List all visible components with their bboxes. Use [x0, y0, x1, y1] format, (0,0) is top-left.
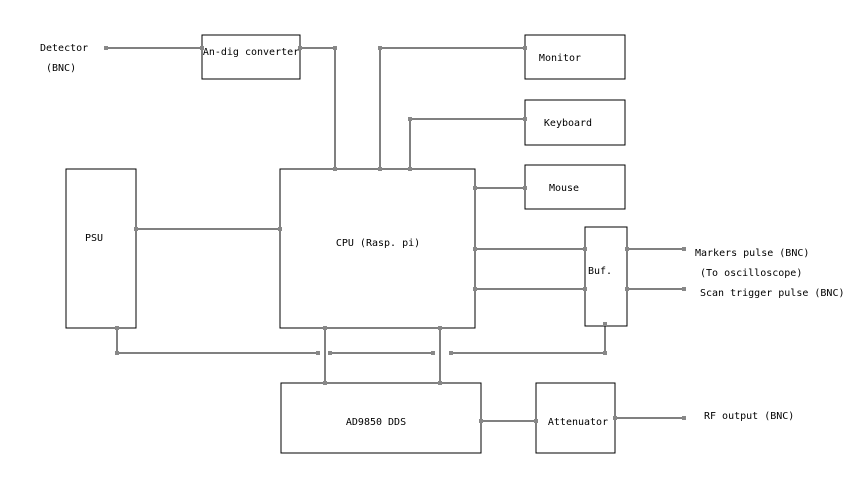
psu-block — [65, 168, 137, 329]
pin-cpu-bottom-2 — [438, 326, 442, 330]
pin-attenuator-in — [534, 419, 538, 423]
detector-label: Detector — [40, 43, 88, 54]
pin-buf-out-2 — [625, 287, 629, 291]
pin-keyboard-in — [523, 117, 527, 121]
pin-buf-in-2 — [583, 287, 587, 291]
detector-bnc-label: (BNC) — [46, 63, 76, 74]
pin-bus-6 — [603, 351, 607, 355]
connections — [106, 47, 684, 422]
block-labels: An-dig converter Monitor Keyboard Mouse … — [85, 47, 612, 428]
adc-block — [201, 34, 301, 80]
pin-buf-bottom — [603, 322, 607, 326]
mouse-block — [524, 164, 626, 210]
rf-output-label: RF output (BNC) — [704, 411, 794, 422]
scan-trigger-label: Scan trigger pulse (BNC) — [700, 288, 845, 299]
pin-bus-4 — [431, 351, 435, 355]
buffer-label: Buf. — [588, 266, 612, 277]
pin-bus-5 — [449, 351, 453, 355]
monitor-label: Monitor — [539, 53, 581, 64]
keyboard-label: Keyboard — [544, 118, 592, 129]
pin-cpu-psu — [278, 227, 282, 231]
pin-cpu-bottom-1 — [323, 326, 327, 330]
mouse-label: Mouse — [549, 183, 579, 194]
monitor-block — [524, 34, 626, 80]
pin-scan-terminal — [682, 287, 686, 291]
pin-adc-cpu-corner — [333, 46, 337, 50]
buffer-block — [584, 226, 628, 327]
cpu-block — [279, 168, 476, 329]
pin-cpu-top-1 — [333, 167, 337, 171]
pin-cpu-mouse — [473, 186, 477, 190]
pin-markers-terminal — [682, 247, 686, 251]
pin-keyboard-corner — [408, 117, 412, 121]
pin-buf-out-1 — [625, 247, 629, 251]
pin-monitor-corner — [378, 46, 382, 50]
pin-monitor-in — [523, 46, 527, 50]
pin-cpu-top-3 — [408, 167, 412, 171]
pin-dds-top-1 — [323, 381, 327, 385]
pin-psu-bottom — [115, 326, 119, 330]
pin-cpu-markers — [473, 247, 477, 251]
pin-cpu-scan — [473, 287, 477, 291]
pin-dds-out — [479, 419, 483, 423]
psu-label: PSU — [85, 233, 103, 244]
pin-rf-terminal — [682, 416, 686, 420]
pin-dds-top-2 — [438, 381, 442, 385]
pin-bus-2 — [316, 351, 320, 355]
pin-mouse-in — [523, 186, 527, 190]
pin-attenuator-out — [613, 416, 617, 420]
cpu-label: CPU (Rasp. pi) — [336, 238, 420, 249]
pin-adc-out — [298, 46, 302, 50]
pin-buf-in-1 — [583, 247, 587, 251]
pins — [104, 46, 686, 423]
pin-bus-3 — [328, 351, 332, 355]
pin-detector — [104, 46, 108, 50]
markers-label: Markers pulse (BNC) — [695, 248, 809, 259]
keyboard-block — [524, 99, 626, 146]
attenuator-label: Attenuator — [548, 417, 608, 428]
pin-cpu-top-2 — [378, 167, 382, 171]
terminal-labels: Detector (BNC) Markers pulse (BNC) (To o… — [40, 43, 845, 422]
pin-psu-out — [134, 227, 138, 231]
dds-block — [280, 382, 482, 454]
pin-adc-in — [200, 46, 204, 50]
blocks — [65, 34, 628, 454]
dds-label: AD9850 DDS — [346, 417, 406, 428]
markers-note-label: (To oscilloscope) — [700, 268, 802, 279]
pin-bus-1 — [115, 351, 119, 355]
adc-label: An-dig converter — [203, 47, 299, 58]
